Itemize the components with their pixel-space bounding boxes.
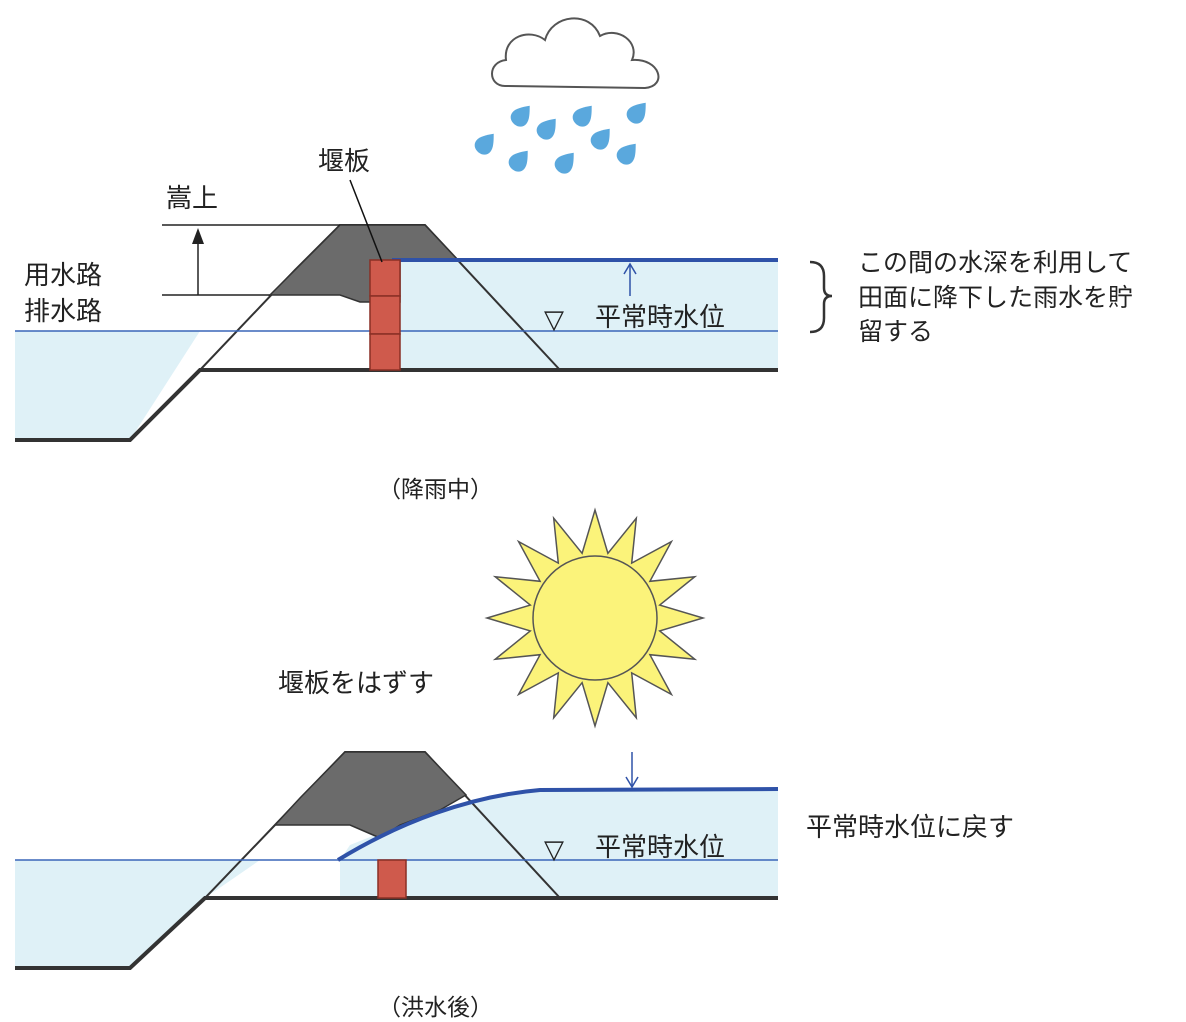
- sun-icon: [484, 507, 706, 729]
- weir-boards: [369, 259, 401, 371]
- weir-label: 堰板: [318, 147, 371, 177]
- arrow-icon: [623, 262, 637, 296]
- canal-water: [15, 860, 260, 968]
- brace-icon: [809, 260, 833, 334]
- storage-note-line: 留する: [858, 317, 934, 346]
- normal-level-label: 平常時水位: [595, 303, 726, 333]
- canal-water: [15, 331, 200, 440]
- paddy-water: [340, 789, 778, 898]
- cloud-icon: [491, 17, 660, 90]
- drainage-canal-label: 排水路: [24, 297, 103, 327]
- storage-note-line: この間の水深を利用して: [858, 248, 1133, 277]
- irrigation-canal-label: 用水路: [24, 261, 103, 291]
- ground-line: [15, 896, 778, 970]
- raise-label: 嵩上: [166, 184, 219, 214]
- storage-note: この間の水深を利用して 田面に降下した雨水を貯 留する: [858, 246, 1133, 350]
- arrow-icon: [625, 752, 639, 789]
- return-level-label: 平常時水位に戻す: [806, 813, 1015, 843]
- rain-scene: [15, 17, 833, 442]
- after-flood-caption: （洪水後）: [378, 995, 493, 1021]
- normal-level-symbol: ▽: [544, 305, 564, 335]
- rain-caption: （降雨中）: [378, 477, 493, 503]
- raindrop-icon: [471, 97, 653, 177]
- weir-board: [377, 859, 407, 899]
- storage-note-line: 田面に降下した雨水を貯: [858, 282, 1134, 312]
- arrow-icon: [192, 228, 204, 295]
- remove-weir-label: 堰板をはずす: [278, 669, 435, 699]
- normal-level-symbol: ▽: [544, 835, 564, 865]
- after-flood-scene: [15, 507, 779, 970]
- normal-level-label: 平常時水位: [595, 833, 726, 863]
- weir-pointer: [349, 179, 383, 263]
- paddy-water: [390, 260, 778, 372]
- ground-line: [15, 368, 778, 442]
- receding-water-curve: [336, 787, 779, 862]
